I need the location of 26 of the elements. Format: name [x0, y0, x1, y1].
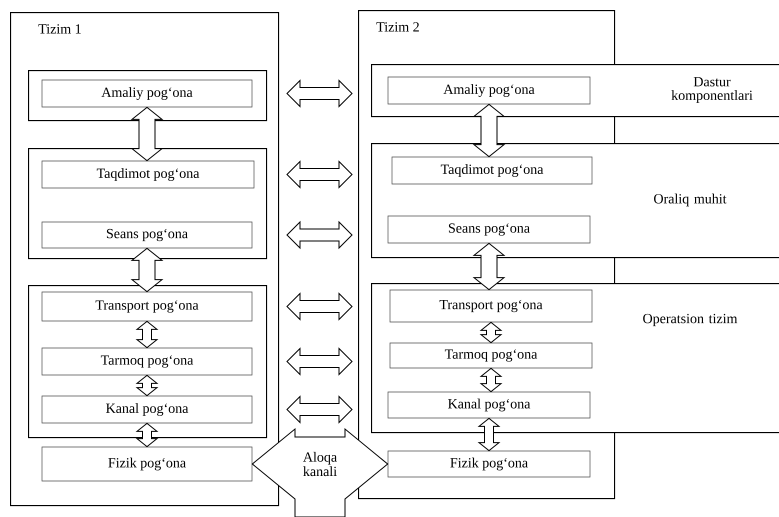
layer-box: Fizik pog‘ona: [42, 446, 252, 482]
layer-box: Amaliy pog‘ona: [42, 80, 252, 108]
double-arrow: [480, 368, 502, 392]
layer-box: Kanal pog‘ona: [42, 396, 252, 424]
layer-box: Taqdimot pog‘ona: [392, 156, 592, 184]
double-arrow: [130, 248, 164, 292]
double-arrow: [136, 320, 158, 348]
layer-box: Transport pog‘ona: [42, 292, 252, 322]
layer-box: Amaliy pog‘ona: [388, 76, 590, 104]
layer-box: Fizik pog‘ona: [388, 450, 590, 478]
edge-label: Aloqa kanali: [303, 452, 337, 476]
layer-box: Seans pog‘ona: [388, 216, 590, 244]
double-arrow: [472, 104, 506, 158]
double-arrow: [136, 422, 158, 448]
double-arrow: [130, 106, 164, 162]
layer-box: Tarmoq pog‘ona: [390, 342, 592, 368]
double-arrow: [136, 374, 158, 396]
layer-box: Taqdimot pog‘ona: [42, 160, 254, 188]
double-arrow: [480, 322, 502, 344]
double-arrow: [472, 242, 506, 290]
layer-box: Seans pog‘ona: [42, 222, 252, 248]
channel-arrow: [252, 428, 388, 517]
layer-box: Transport pog‘ona: [390, 290, 592, 322]
layer-box: Kanal pog‘ona: [388, 392, 590, 418]
layer-box: Tarmoq pog‘ona: [42, 348, 252, 376]
double-arrow: [478, 418, 500, 452]
